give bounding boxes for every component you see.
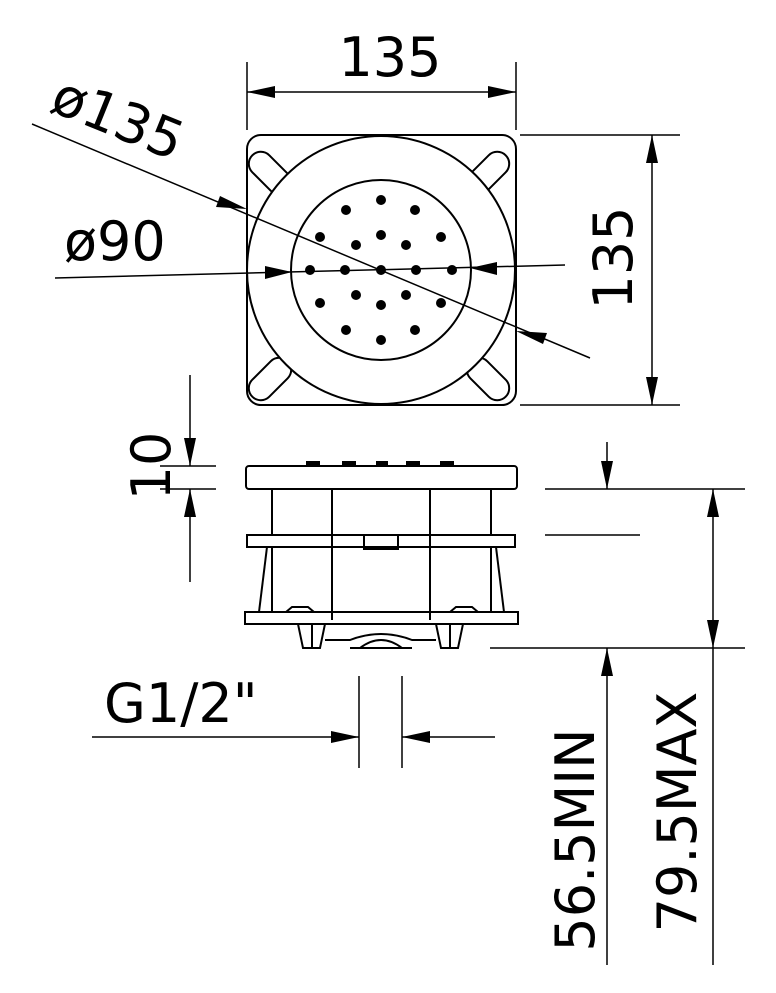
- plate-thickness-label: 10: [120, 432, 183, 501]
- top-view: 135 135 ø135 ø90: [31, 26, 680, 406]
- side-view: 10 G1/2" 56.5MIN 79.5M: [92, 375, 745, 965]
- spray-face: [290, 179, 472, 361]
- min-height-dimension: 56.5MIN: [490, 442, 745, 965]
- width-dimension: 135: [246, 26, 517, 130]
- nozzle-holes: [305, 195, 457, 345]
- top-plate-nozzle-bumps: [306, 461, 454, 466]
- inner-diameter-dimension: ø90: [54, 210, 566, 279]
- top-plate: [245, 465, 518, 490]
- housing-body: [244, 489, 519, 649]
- height-label: 135: [582, 206, 645, 309]
- min-height-label: 56.5MIN: [544, 728, 607, 951]
- width-label: 135: [338, 26, 441, 89]
- thread-label: G1/2": [104, 672, 258, 735]
- max-height-dimension: 79.5MAX: [646, 489, 719, 965]
- inner-diameter-label: ø90: [64, 210, 166, 273]
- max-height-label: 79.5MAX: [646, 692, 709, 933]
- thread-dimension: G1/2": [92, 672, 495, 768]
- outer-diameter-label: ø135: [43, 64, 193, 173]
- plate-thickness-dimension: 10: [120, 375, 216, 582]
- height-dimension: 135: [520, 134, 680, 406]
